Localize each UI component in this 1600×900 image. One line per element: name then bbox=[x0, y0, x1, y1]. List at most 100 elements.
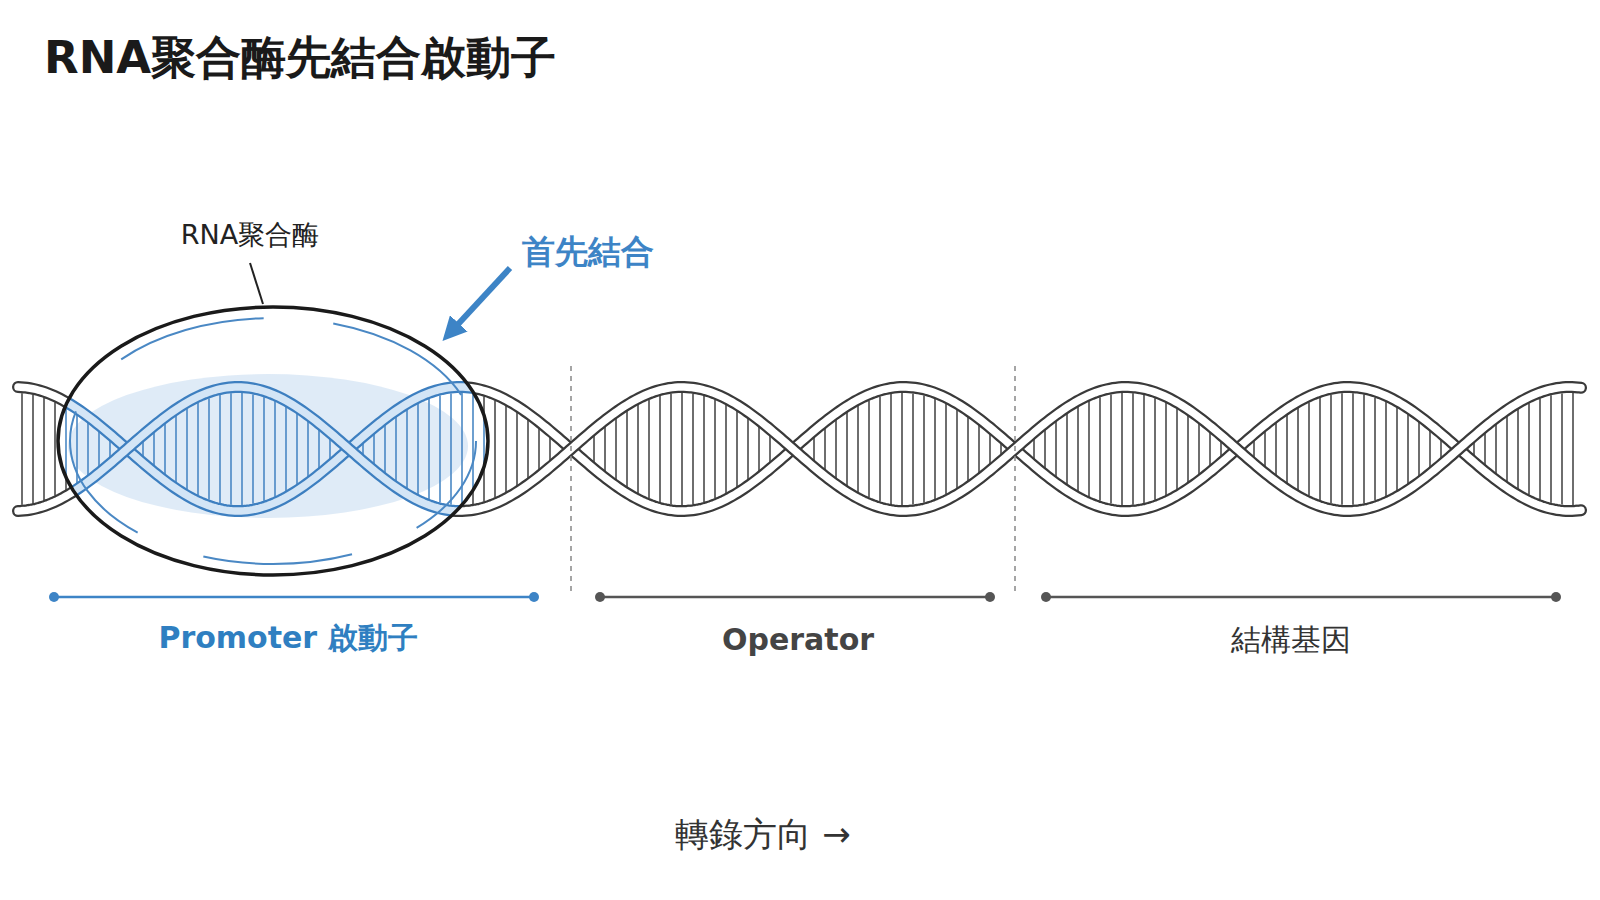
strand-outline bbox=[18, 387, 1581, 511]
base-pair bbox=[54, 402, 56, 496]
base-pair bbox=[87, 422, 89, 475]
base-pair bbox=[285, 407, 287, 491]
base-pair bbox=[43, 398, 45, 500]
base-pair bbox=[395, 417, 397, 482]
base-pair bbox=[1517, 409, 1519, 489]
base-pair bbox=[1440, 439, 1442, 458]
base-pair bbox=[912, 394, 914, 505]
base-pair bbox=[1550, 395, 1552, 503]
base-pair bbox=[1121, 393, 1123, 505]
base-pair bbox=[241, 393, 243, 505]
base-pair bbox=[307, 421, 309, 477]
base-pair bbox=[1385, 402, 1387, 496]
base-pair bbox=[395, 417, 397, 482]
base-pair bbox=[1396, 407, 1398, 490]
base-pair bbox=[769, 435, 771, 463]
base-pair bbox=[516, 412, 518, 486]
leader-line bbox=[250, 263, 263, 304]
base-pair bbox=[1187, 415, 1189, 482]
base-pair bbox=[1088, 401, 1090, 496]
base-pair bbox=[109, 440, 111, 458]
base-pair bbox=[175, 415, 177, 482]
enzyme-ellipse: RNA聚合酶 bbox=[56, 305, 490, 577]
base-pair bbox=[637, 405, 639, 494]
base-pair bbox=[824, 428, 826, 470]
strand-fill bbox=[40, 387, 499, 511]
base-pair bbox=[175, 415, 177, 482]
base-pair bbox=[252, 394, 254, 503]
region-label: 轉錄方向 → bbox=[675, 815, 850, 854]
base-pair bbox=[747, 418, 749, 480]
boundary-line bbox=[1014, 366, 1016, 594]
base-pair bbox=[934, 399, 936, 499]
base-pair bbox=[32, 395, 34, 503]
base-pair bbox=[538, 428, 540, 470]
base-pair bbox=[373, 434, 375, 465]
base-pair bbox=[967, 417, 969, 482]
base-pair bbox=[505, 406, 507, 493]
base-pair bbox=[1077, 407, 1079, 491]
base-pair bbox=[1539, 399, 1541, 500]
base-pair bbox=[406, 410, 408, 489]
base-pair bbox=[901, 393, 903, 505]
base-pair bbox=[417, 404, 419, 495]
base-pair bbox=[626, 411, 628, 487]
base-pair bbox=[406, 410, 408, 489]
bound-dna bbox=[40, 374, 499, 518]
base-pair bbox=[21, 393, 23, 505]
base-pair bbox=[1308, 402, 1310, 496]
base-pair bbox=[241, 393, 243, 505]
base-pair bbox=[428, 399, 430, 499]
base-pair bbox=[219, 395, 221, 503]
base-pair bbox=[439, 395, 441, 502]
base-pair bbox=[329, 439, 331, 460]
base-pair bbox=[384, 425, 386, 473]
base-pair bbox=[208, 398, 210, 500]
base-pair bbox=[615, 418, 617, 480]
base-pair bbox=[1297, 408, 1299, 490]
base-pair bbox=[274, 401, 276, 496]
base-pair bbox=[956, 410, 958, 489]
dna-helix-bound bbox=[40, 387, 499, 511]
base-pair bbox=[87, 422, 89, 475]
base-pair bbox=[494, 400, 496, 497]
base-pair bbox=[813, 437, 815, 461]
base-pair bbox=[373, 434, 375, 465]
base-pair bbox=[736, 411, 738, 487]
strand-outline bbox=[40, 387, 499, 511]
base-pair bbox=[494, 400, 496, 497]
base-pair bbox=[164, 423, 166, 475]
base-pair bbox=[1165, 403, 1167, 496]
dna-helix bbox=[18, 387, 1581, 511]
base-pair bbox=[186, 408, 188, 489]
base-pair bbox=[703, 396, 705, 502]
base-pair bbox=[1110, 394, 1112, 503]
base-pair bbox=[527, 420, 529, 479]
base-pair bbox=[857, 406, 859, 493]
node-outline bbox=[56, 305, 490, 577]
region-label: Promoter 啟動子 bbox=[158, 621, 417, 656]
base-pair bbox=[1209, 432, 1211, 466]
base-pair bbox=[593, 435, 595, 463]
base-pair bbox=[263, 397, 265, 501]
base-pair bbox=[1286, 415, 1288, 484]
bracket-end bbox=[985, 592, 995, 602]
bracket-line bbox=[600, 596, 990, 599]
base-pair bbox=[1374, 397, 1376, 500]
base-pair bbox=[296, 413, 298, 484]
strand-fill bbox=[18, 387, 1581, 511]
base-pair bbox=[846, 412, 848, 486]
bracket-line bbox=[1046, 596, 1556, 599]
base-pair bbox=[549, 437, 551, 461]
base-pair bbox=[1418, 422, 1420, 477]
strand-fill bbox=[18, 387, 1581, 511]
base-pair bbox=[1506, 416, 1508, 482]
base-pair bbox=[54, 402, 56, 496]
base-pair bbox=[1275, 422, 1277, 475]
base-pair bbox=[384, 425, 386, 473]
base-pair bbox=[329, 439, 331, 460]
base-pair bbox=[318, 429, 320, 468]
region-bracket bbox=[595, 592, 995, 602]
base-pair bbox=[604, 426, 606, 471]
